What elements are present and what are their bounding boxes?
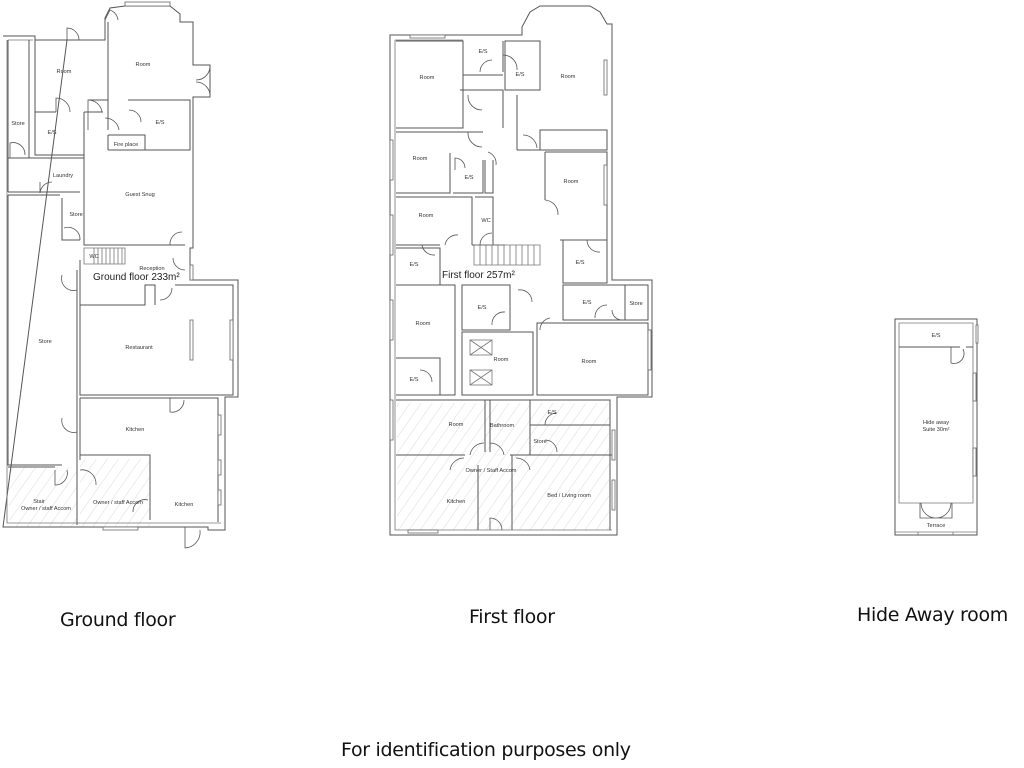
- hatch-stair-accom: [9, 467, 77, 527]
- label-terrace: Terrace: [927, 523, 946, 529]
- label-room: Room: [564, 179, 579, 185]
- label-restaurant: Restaurant: [125, 345, 153, 351]
- label-es: E/S: [931, 333, 940, 339]
- label-es: E/S: [575, 260, 584, 266]
- label-laundry: Laundry: [53, 173, 73, 179]
- label-owner-accom: Owner / staff Accom: [21, 506, 71, 512]
- floor-plan-drawing: Room Room Store E/S E/S Fire place Laund…: [2, 1, 979, 549]
- ground-floor-labels: Room Room Store E/S E/S Fire place Laund…: [11, 62, 193, 512]
- label-bathroom: Bathroom: [490, 423, 515, 429]
- label-hideaway-suite: Hide away: [923, 420, 949, 426]
- label-store: Store: [69, 212, 82, 218]
- caption-first-floor: First floor: [469, 606, 555, 628]
- hideaway-plan: [894, 318, 979, 536]
- label-es: E/S: [47, 130, 56, 136]
- first-floor-area: First floor 257m²: [442, 270, 515, 281]
- label-wc: WC: [481, 218, 490, 224]
- ground-floor-plan: [2, 1, 239, 549]
- label-es: E/S: [477, 305, 486, 311]
- first-floor-labels: Room E/S E/S Room Room E/S Room Room WC …: [409, 49, 642, 505]
- label-kitchen: Kitchen: [126, 427, 145, 433]
- hatch-staff-accom: [397, 403, 609, 530]
- label-bed-living-room: Bed / Living room: [547, 493, 591, 499]
- label-room: Room: [449, 422, 464, 428]
- label-owner-staff-accom: Owner / Staff Accom: [466, 468, 517, 474]
- label-kitchen: Kitchen: [175, 502, 194, 508]
- label-guest-snug: Guest Snug: [125, 192, 155, 198]
- label-es: E/S: [409, 262, 418, 268]
- label-es: E/S: [582, 300, 591, 306]
- label-room: Room: [413, 156, 428, 162]
- caption-ground-floor: Ground floor: [60, 609, 176, 631]
- label-store: Store: [533, 439, 546, 445]
- label-es: E/S: [478, 49, 487, 55]
- disclaimer-footer: For identification purposes only: [341, 739, 631, 761]
- label-reception: Reception: [139, 266, 164, 272]
- hatch-owner-accom: [80, 459, 150, 527]
- label-es: E/S: [155, 120, 164, 126]
- label-wc: WC: [89, 254, 98, 260]
- label-es: E/S: [515, 72, 524, 78]
- label-es: E/S: [409, 377, 418, 383]
- label-room: Room: [57, 69, 72, 75]
- label-room: Room: [582, 359, 597, 365]
- label-es: E/S: [464, 175, 473, 181]
- label-room: Room: [416, 321, 431, 327]
- label-hideaway-area: Suite 30m²: [922, 427, 949, 433]
- label-room: Room: [561, 74, 576, 80]
- label-room: Room: [419, 213, 434, 219]
- caption-hideaway-room: Hide Away room: [857, 604, 1009, 626]
- label-stair: Stair: [33, 499, 45, 505]
- label-room: Room: [494, 357, 509, 363]
- label-owner-accom: Owner / staff Accom: [93, 500, 143, 506]
- label-store: Store: [11, 121, 24, 127]
- ground-floor-area: Ground floor 233m²: [93, 272, 180, 283]
- first-floor-plan: [389, 5, 653, 536]
- label-room: Room: [420, 75, 435, 81]
- label-store: Store: [38, 339, 51, 345]
- label-es: E/S: [547, 410, 556, 416]
- label-store: Store: [629, 301, 642, 307]
- hideaway-labels: E/S Hide away Suite 30m² Terrace: [922, 333, 949, 529]
- label-kitchen: Kitchen: [447, 499, 466, 505]
- label-fire-place: Fire place: [114, 142, 139, 148]
- label-room: Room: [136, 62, 151, 68]
